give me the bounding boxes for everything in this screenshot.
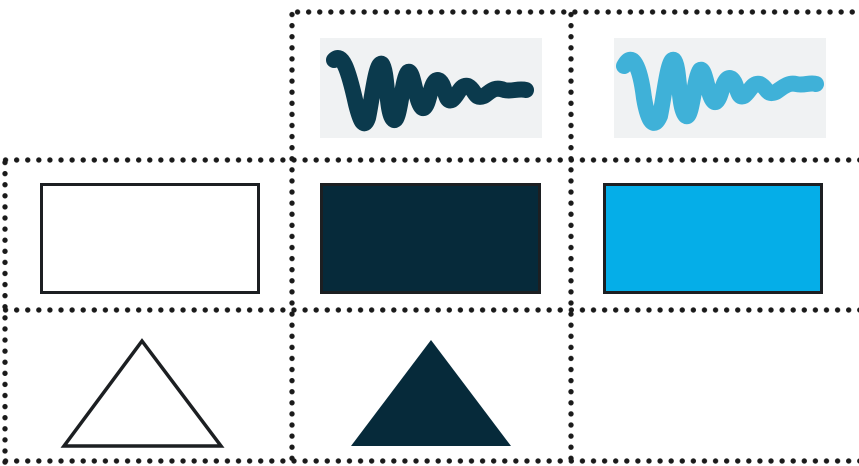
triangle-white bbox=[58, 336, 228, 450]
scribble-dark-stroke bbox=[334, 58, 526, 123]
dotted-border-col2 bbox=[568, 9, 574, 466]
rectangle-white bbox=[40, 183, 260, 294]
dotted-border-row2 bbox=[0, 307, 859, 313]
triangle-dark bbox=[348, 336, 518, 450]
dotted-border-left bbox=[2, 157, 8, 466]
rectangle-cyan bbox=[603, 183, 823, 294]
triangle-dark-shape bbox=[351, 340, 511, 446]
dotted-border-col1 bbox=[289, 9, 295, 466]
dotted-border-row1 bbox=[0, 157, 859, 163]
scribble-cyan-stroke bbox=[624, 60, 816, 123]
dotted-border-top bbox=[292, 9, 859, 15]
triangle-white-shape bbox=[64, 341, 221, 446]
rectangle-dark bbox=[320, 183, 541, 294]
dotted-border-bottom bbox=[0, 458, 859, 464]
scribble-dark-swatch bbox=[320, 38, 542, 138]
scribble-cyan-swatch bbox=[614, 38, 826, 138]
